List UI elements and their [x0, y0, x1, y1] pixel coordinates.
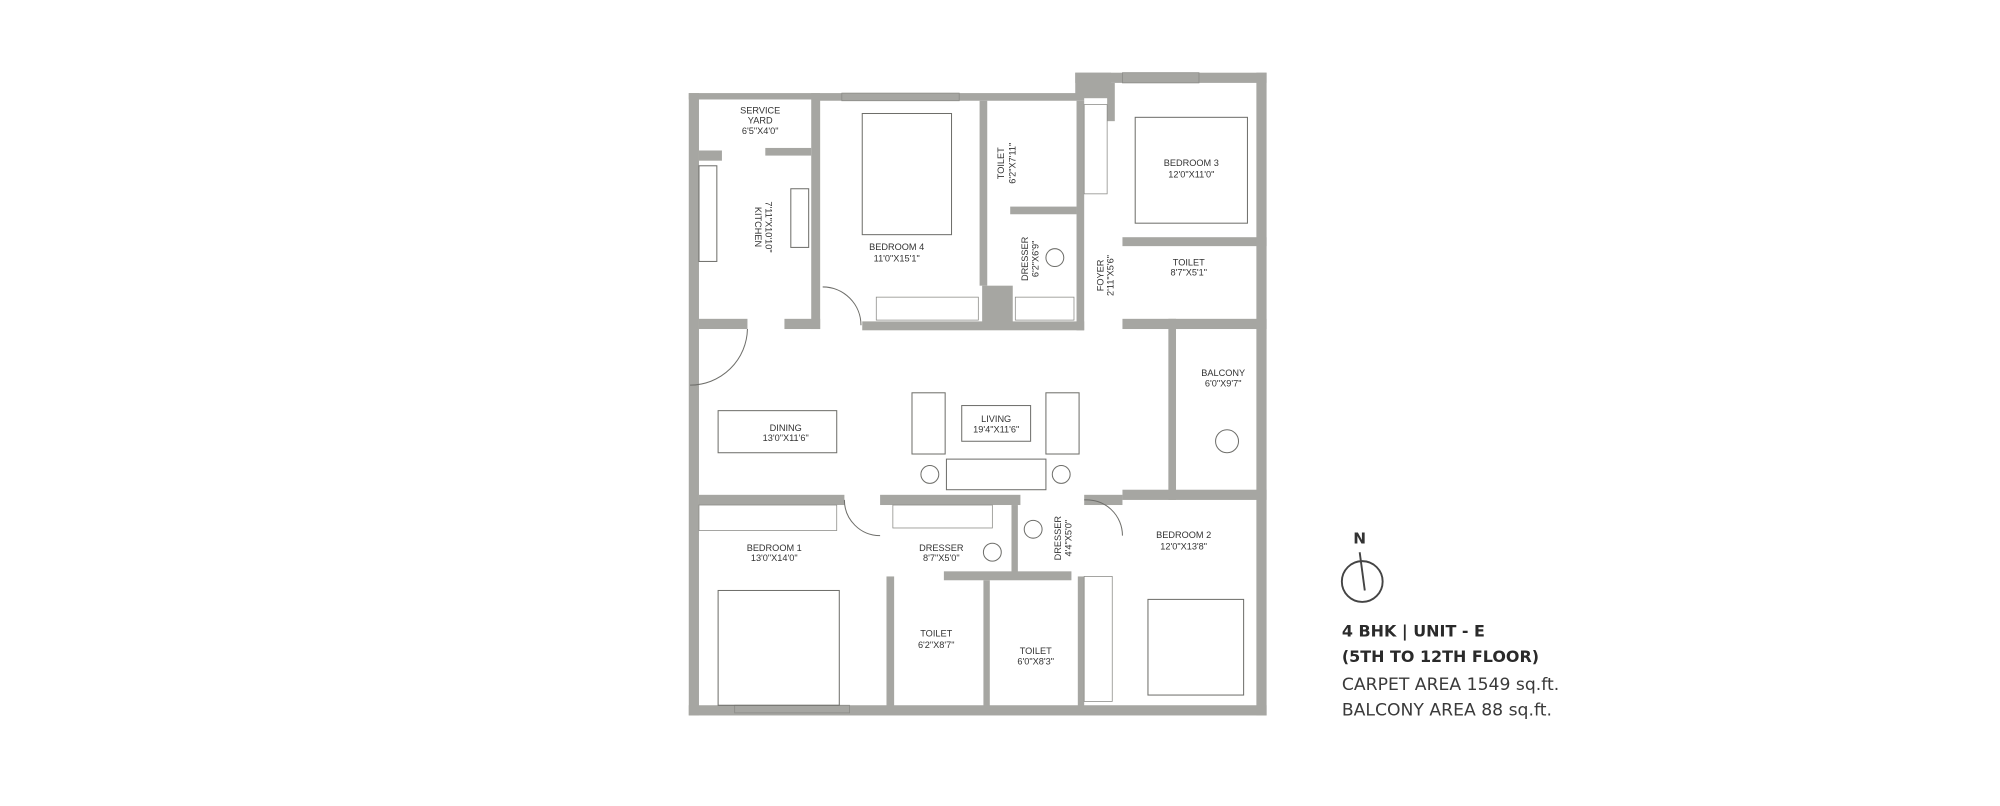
bedroom4-size: 11'0"X15'1" [874, 253, 920, 263]
walls [688, 72, 1267, 716]
dresser-b4-label: DRESSER [1020, 236, 1030, 281]
dining-label: DINING [770, 423, 802, 433]
service-yard-label: SERVICE [740, 106, 780, 116]
bedroom1-size: 13'0"X14'0" [751, 553, 798, 563]
balcony-size: 6'0"X9'7" [1205, 378, 1242, 388]
toilet-b1-label: TOILET [920, 628, 952, 638]
foyer-label: FOYER [1095, 259, 1105, 291]
balcony-area: BALCONY AREA 88 sq.ft. [1342, 700, 1552, 720]
kitchen-label: KITCHEN [753, 207, 763, 247]
toilet-b2-label: TOILET [1020, 646, 1052, 656]
north-label: N [1353, 529, 1366, 547]
dresser-b1-size: 8'7"X5'0" [923, 553, 960, 563]
toilet-b3-label: TOILET [1173, 257, 1205, 267]
fixtures [690, 72, 1248, 714]
toilet-b2-size: 6'0"X8'3" [1017, 656, 1054, 666]
toilet-b4-label: TOILET [996, 147, 1006, 179]
room-labels: SERVICE YARD 6'5"X4'0" KITCHEN 7'11"X10'… [740, 106, 1245, 667]
toilet-b1-size: 6'2"X8'7" [918, 640, 955, 650]
foyer-size: 2'11"X5'6" [1106, 255, 1116, 296]
dresser-b1-label: DRESSER [919, 543, 964, 553]
bedroom1-label: BEDROOM 1 [747, 543, 802, 553]
service-yard-size: 6'5"X4'0" [742, 126, 779, 136]
bedroom3-label: BEDROOM 3 [1164, 158, 1219, 168]
toilet-b3-size: 8'7"X5'1" [1171, 267, 1208, 277]
dresser-b4-size: 6'2"X6'9" [1030, 241, 1040, 278]
dining-size: 13'0"X11'6" [763, 433, 809, 443]
dresser-b2-size: 4'4"X5'0" [1063, 520, 1073, 557]
bedroom3-size: 12'0"X11'0" [1168, 169, 1214, 179]
bedroom2-label: BEDROOM 2 [1156, 530, 1211, 540]
bedroom2-size: 12'0"X13'8" [1160, 542, 1207, 552]
legend: N 4 BHK | UNIT - E (5TH TO 12TH FLOOR) C… [1340, 529, 1559, 720]
toilet-b4-size: 6'2"X7'11" [1007, 143, 1017, 184]
service-yard-label-2: YARD [748, 116, 773, 126]
carpet-area: CARPET AREA 1549 sq.ft. [1342, 675, 1559, 695]
north-arrow-icon [1340, 552, 1384, 603]
floor-range: (5TH TO 12TH FLOOR) [1342, 647, 1539, 666]
living-size: 19'4"X11'6" [973, 424, 1019, 434]
dresser-b2-label: DRESSER [1053, 516, 1063, 561]
unit-title: 4 BHK | UNIT - E [1342, 621, 1485, 641]
living-label: LIVING [981, 414, 1011, 424]
kitchen-size: 7'11"X10'10" [763, 201, 773, 252]
bedroom4-label: BEDROOM 4 [869, 242, 924, 252]
balcony-label: BALCONY [1201, 368, 1245, 378]
